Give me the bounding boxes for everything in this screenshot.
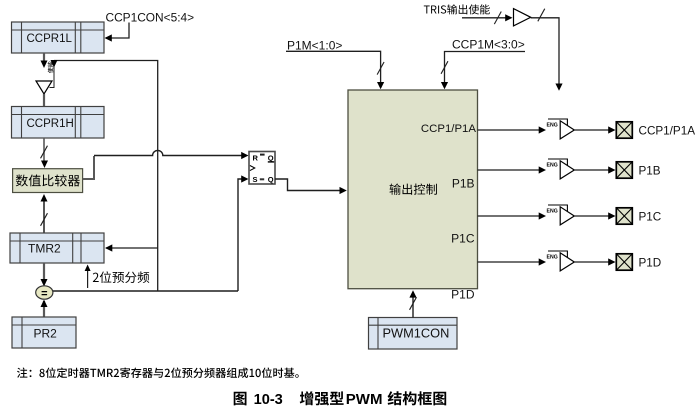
svg-text:P1C: P1C: [451, 232, 475, 246]
svg-text:PWM: PWM: [346, 391, 383, 408]
svg-text:P1B: P1B: [639, 165, 661, 178]
svg-text:CCPR1L: CCPR1L: [27, 33, 73, 45]
svg-text:PWM1CON: PWM1CON: [383, 326, 450, 341]
svg-text:ENG: ENG: [547, 254, 558, 260]
svg-text:P1B: P1B: [452, 177, 475, 191]
svg-text:P1M<1:0>: P1M<1:0>: [287, 39, 342, 53]
svg-text:CCP1CON<5:4>: CCP1CON<5:4>: [106, 11, 195, 25]
svg-text:Q: Q: [268, 175, 274, 184]
svg-text:P1C: P1C: [639, 211, 662, 224]
svg-text:S: S: [253, 175, 258, 184]
svg-text:=: =: [41, 288, 47, 300]
svg-text:P1D: P1D: [639, 257, 662, 270]
svg-text:CCP1M<3:0>: CCP1M<3:0>: [452, 38, 525, 52]
svg-text:ENG: ENG: [547, 208, 558, 214]
svg-text:TMR2: TMR2: [28, 242, 61, 256]
svg-text:CCP1/P1A: CCP1/P1A: [639, 125, 696, 138]
svg-text:Q: Q: [268, 154, 274, 163]
svg-text:CCP1/P1A: CCP1/P1A: [421, 123, 476, 135]
svg-text:ENG: ENG: [547, 162, 558, 168]
svg-text:R: R: [253, 154, 259, 163]
svg-text:P1D: P1D: [451, 288, 475, 302]
svg-text:ENG: ENG: [547, 122, 558, 128]
svg-text:CCPR1H: CCPR1H: [27, 118, 74, 130]
svg-text:10-3: 10-3: [254, 392, 283, 408]
svg-text:PR2: PR2: [34, 327, 58, 341]
